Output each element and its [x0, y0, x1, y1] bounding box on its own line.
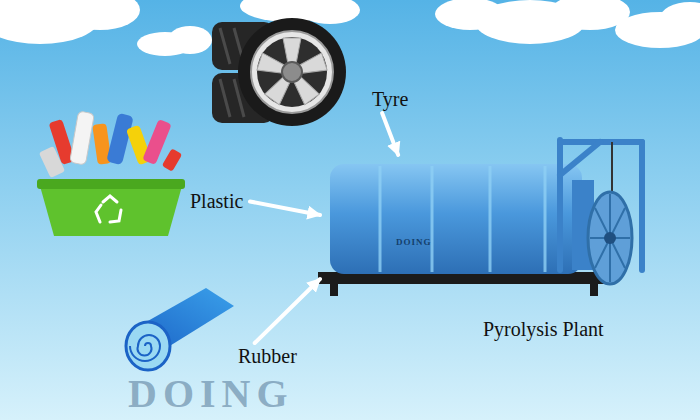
pyrolysis-machine-illustration [379, 166, 382, 272]
tyre-illustration [238, 18, 346, 126]
flow-arrow [255, 279, 320, 343]
clouds [60, 0, 140, 30]
pyrolysis-machine-illustration [560, 142, 600, 175]
pyrolysis-machine-illustration [557, 140, 563, 270]
plastic-bin-illustration [96, 196, 121, 222]
tyre-illustration [257, 38, 327, 105]
plastic-bin-illustration [37, 179, 185, 189]
rubber-roll-illustration [130, 335, 160, 361]
flow-arrow [250, 202, 320, 216]
node-label: Tyre [372, 88, 411, 111]
tyre-illustration [220, 28, 230, 64]
tyre-illustration [212, 18, 346, 126]
clouds [168, 26, 212, 54]
clouds [660, 2, 700, 34]
node-label: Plastic [190, 190, 246, 213]
pyrolysis-machine-illustration [330, 164, 582, 274]
plastic-bin-illustration [103, 196, 117, 202]
tyre-illustration [251, 31, 333, 113]
plastic-bin-illustration [96, 205, 101, 222]
pyrolysis-machine-illustration [489, 166, 492, 272]
watermark: DOING [128, 374, 294, 414]
pyrolysis-machine-illustration [318, 140, 642, 296]
plastic-bin-illustration [110, 210, 121, 222]
clouds [300, 0, 360, 24]
flow-arrow [382, 113, 398, 155]
pyrolysis-machine-illustration [590, 194, 630, 282]
tyre-label-node: Tyre [368, 86, 415, 113]
tyre-illustration [282, 62, 302, 82]
tyre-illustration [220, 79, 230, 117]
plastic-bin-illustration [70, 111, 95, 165]
pyrolysis-machine-illustration [595, 208, 625, 268]
rubber-roll-illustration [126, 288, 234, 370]
tyre-illustration [257, 37, 327, 107]
pyrolysis-machine-illustration [588, 192, 632, 284]
nameplate: DOING [396, 238, 432, 247]
tyre-illustration [283, 38, 301, 64]
pyrolysis-machine-illustration [431, 166, 434, 272]
plastic-label-node: Plastic [186, 188, 250, 215]
plant-node: Pyrolysis Plant [320, 155, 660, 355]
node-label: Rubber [238, 345, 299, 368]
pyrolysis-machine-illustration [604, 232, 616, 244]
pyrolysis-machine-illustration [330, 284, 338, 296]
pyrolysis-machine-illustration [639, 142, 645, 270]
node-label: Pyrolysis Plant [483, 318, 660, 341]
pyrolysis-machine-illustration [595, 208, 625, 268]
rubber-label-node: Rubber [234, 343, 303, 370]
pyrolysis-machine-illustration [380, 166, 545, 272]
rubber-roll-illustration [126, 322, 170, 370]
pyrolysis-machine-illustration [590, 284, 598, 296]
plastic-bin-illustration [37, 111, 185, 236]
clouds [0, 0, 700, 56]
pyrolysis-machine-illustration [544, 166, 547, 272]
plastic-bin-illustration [40, 186, 182, 236]
plastic-bin-illustration [162, 148, 182, 171]
plastic-bin-illustration [39, 146, 65, 178]
